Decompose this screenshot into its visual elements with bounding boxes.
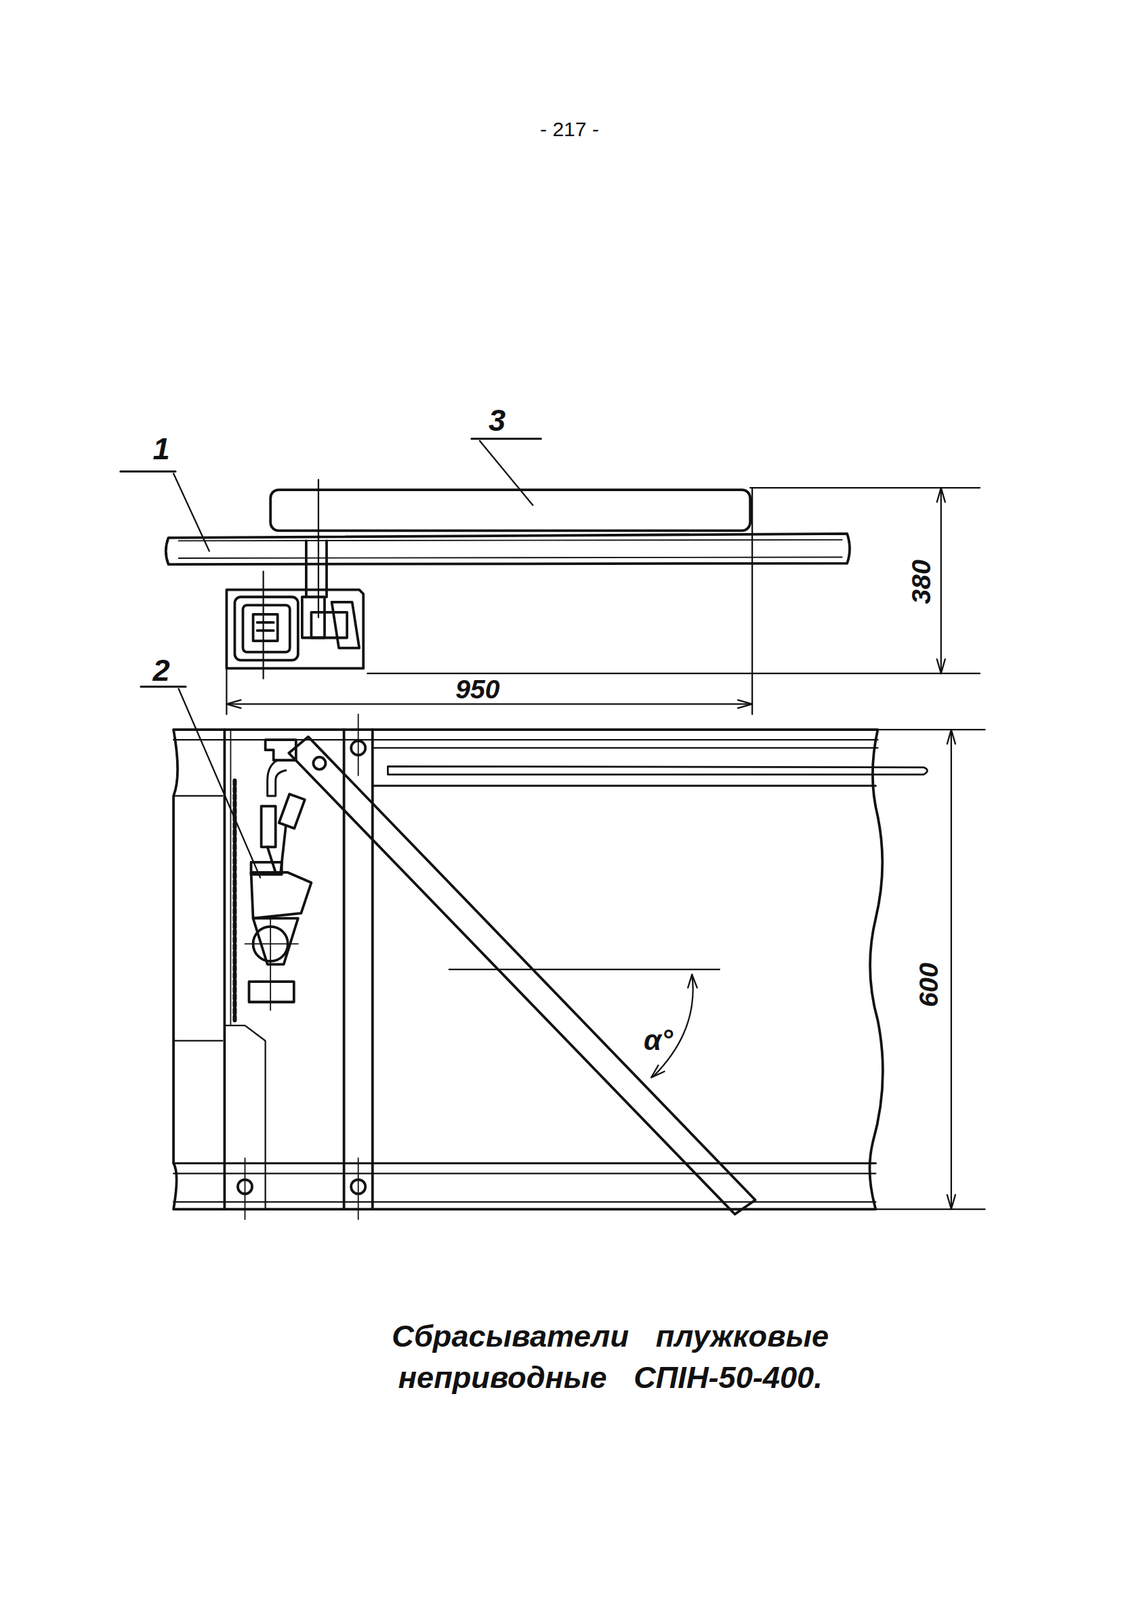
callout-number: 3	[488, 405, 506, 436]
angle-label: α°	[643, 1026, 673, 1056]
drawing-caption: Сбрасыватели плужковые неприводные СПIН-…	[390, 1315, 831, 1399]
page-number: - 217 -	[540, 119, 599, 140]
dimension-label: 950	[455, 676, 500, 704]
callout-number: 1	[152, 433, 170, 465]
dimension-label: 380	[908, 559, 936, 604]
dimension-label: 600	[915, 962, 942, 1007]
callout-number: 2	[152, 655, 170, 686]
